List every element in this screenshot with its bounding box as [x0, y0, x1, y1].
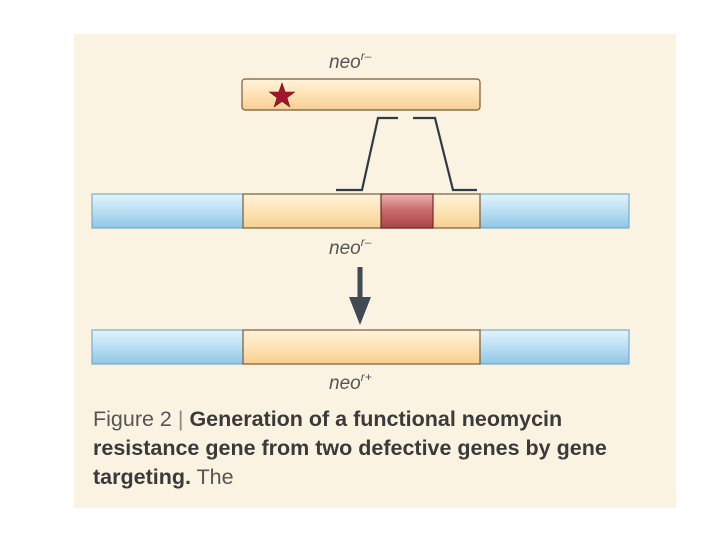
star-icon: [268, 82, 296, 108]
caption-title: Generation of a functional neomycin resi…: [93, 407, 607, 489]
caption-separator: |: [177, 407, 184, 431]
result-right-flank: [478, 329, 630, 365]
result-left-flank: [91, 329, 245, 365]
arrow-down-icon: [349, 267, 371, 325]
crossover-left: [336, 116, 398, 192]
figure-number: Figure 2: [93, 407, 172, 431]
figure-panel: [74, 34, 676, 508]
mutated-region: [380, 193, 434, 229]
middle-gene-label: neor–: [329, 235, 372, 259]
targeting-vector-gene: [241, 78, 481, 111]
crossover-right: [413, 116, 477, 192]
chromosome-right-flank: [478, 193, 630, 229]
top-gene-label: neor–: [329, 49, 372, 73]
caption-continuation: The: [196, 465, 234, 489]
chromosomal-defective-gene: [242, 193, 481, 229]
figure-caption: Figure 2 | Generation of a functional ne…: [93, 405, 653, 492]
chromosome-left-flank: [91, 193, 245, 229]
bottom-gene-label: neor+: [329, 370, 372, 394]
functional-gene: [242, 329, 481, 365]
